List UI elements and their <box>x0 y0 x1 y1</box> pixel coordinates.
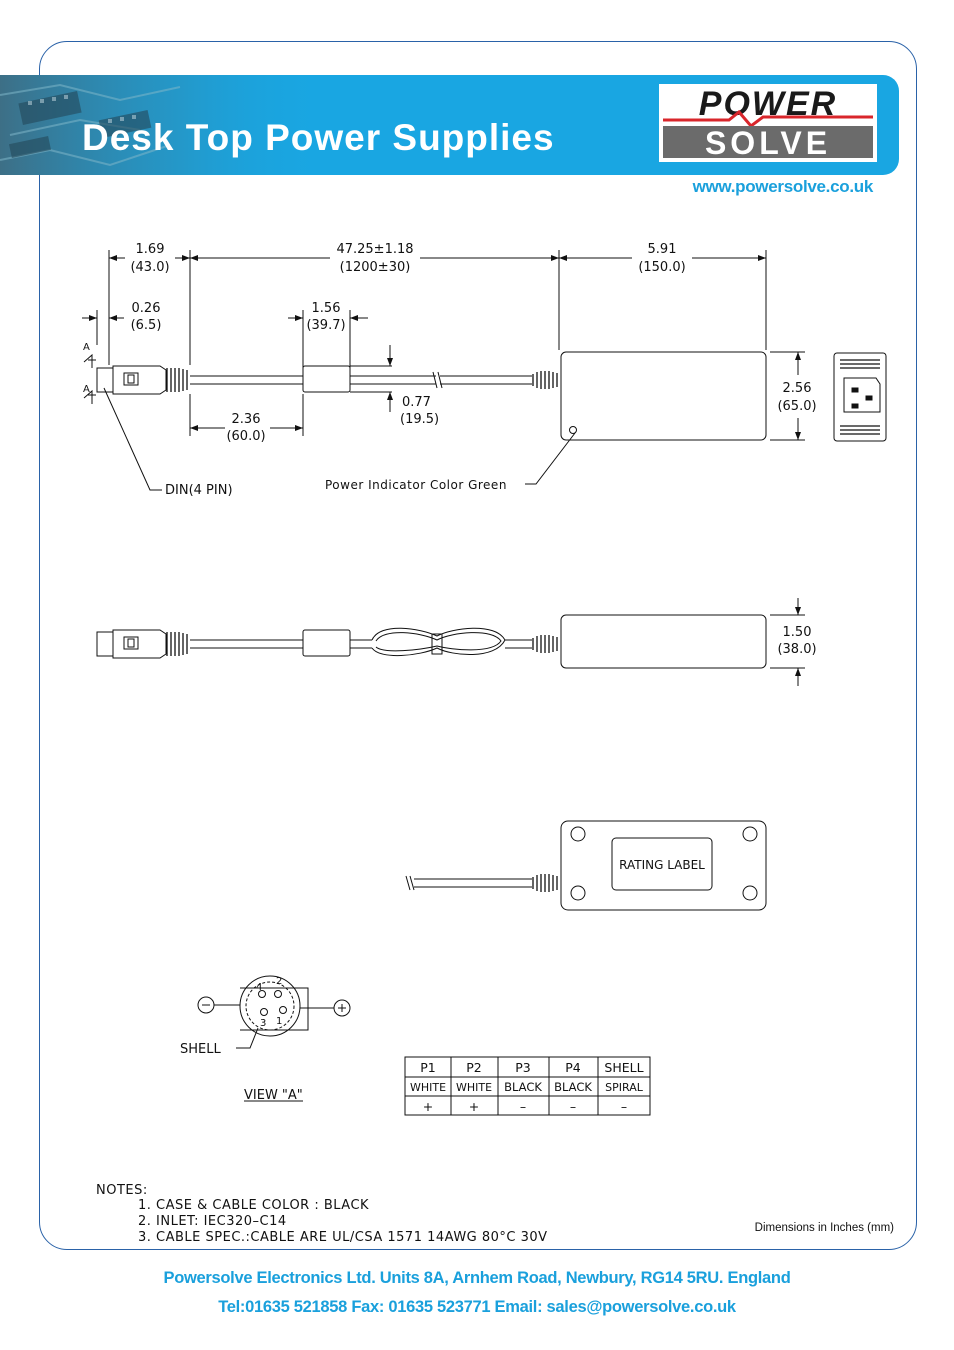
dim-body-length-mm: (150.0) <box>638 260 685 275</box>
logo-bottom-bar <box>663 126 873 158</box>
dim-body-height-mm: (38.0) <box>777 642 816 657</box>
dim-plug-tip-mm: (6.5) <box>131 318 162 333</box>
page-frame <box>39 41 917 1250</box>
pin-number-3: 3 <box>260 1018 266 1029</box>
dim-plug-tip: 0.26 <box>132 301 161 316</box>
dim-cable-diameter: 0.77 <box>402 395 431 410</box>
pin-color-shell: SPIRAL <box>605 1081 644 1094</box>
dim-plug-length: 1.69 <box>136 242 165 257</box>
pin-polarity-p1: + <box>423 1099 433 1114</box>
dim-ferrite-mm: (39.7) <box>306 318 345 333</box>
pin-header-p2: P2 <box>466 1060 482 1075</box>
pin-header-p3: P3 <box>515 1060 531 1075</box>
powersolve-logo: POWER SOLVE <box>659 84 877 162</box>
section-a-top: A <box>83 342 90 353</box>
note-2: 2. INLET: IEC320–C14 <box>138 1214 287 1229</box>
footer-contact: Tel:01635 521858 Fax: 01635 523771 Email… <box>218 1298 736 1316</box>
logo-pulse-line <box>663 109 873 129</box>
dim-ferrite-position-mm: (60.0) <box>226 429 265 444</box>
dim-body-length: 5.91 <box>648 242 677 257</box>
pin-polarity-p3: – <box>520 1099 526 1114</box>
pin-header-p4: P4 <box>565 1060 581 1075</box>
pin-polarity-p2: + <box>469 1099 479 1114</box>
pin-color-p3: BLACK <box>504 1080 542 1094</box>
view-a-label: VIEW "A" <box>244 1088 303 1103</box>
rating-label: RATING LABEL <box>619 858 705 872</box>
pin-color-p1: WHITE <box>410 1081 446 1094</box>
website-link[interactable]: www.powersolve.co.uk <box>692 177 874 196</box>
footer-address: Powersolve Electronics Ltd. Units 8A, Ar… <box>163 1269 791 1287</box>
pin-number-1: 1 <box>276 1016 282 1027</box>
notes-heading: NOTES: <box>96 1183 148 1198</box>
note-1: 1. CASE & CABLE COLOR : BLACK <box>138 1198 369 1213</box>
pin-polarity-shell: – <box>621 1099 627 1114</box>
dim-ferrite: 1.56 <box>312 301 341 316</box>
pin-table: P1 P2 P3 P4 SHELL WHITE WHITE BLACK BLAC… <box>410 1060 644 1114</box>
dim-cable-length: 47.25±1.18 <box>336 242 413 257</box>
section-a-bottom: A <box>83 384 90 395</box>
dim-ferrite-position: 2.36 <box>232 412 261 427</box>
dimensions-note: Dimensions in Inches (mm) <box>754 1222 894 1234</box>
dim-plug-length-mm: (43.0) <box>130 260 169 275</box>
pin-header-p1: P1 <box>420 1060 436 1075</box>
pin-number-2: 2 <box>276 976 282 987</box>
pin-polarity-p4: – <box>570 1099 576 1114</box>
dim-cable-diameter-mm: (19.5) <box>400 412 439 427</box>
dim-body-width: 2.56 <box>783 381 812 396</box>
circuit-board-image <box>0 75 330 175</box>
dim-body-height: 1.50 <box>783 625 812 640</box>
dim-cable-length-mm: (1200±30) <box>340 260 411 275</box>
pin-number-4: 4 <box>256 982 262 993</box>
logo-bottom-text: SOLVE <box>705 125 831 161</box>
pin-header-shell: SHELL <box>604 1060 643 1075</box>
shell-label: SHELL <box>180 1042 221 1057</box>
dim-body-width-mm: (65.0) <box>777 399 816 414</box>
din-label: DIN(4 PIN) <box>165 483 233 498</box>
pin-color-p4: BLACK <box>554 1080 592 1094</box>
pin-color-p2: WHITE <box>456 1081 492 1094</box>
note-3: 3. CABLE SPEC.:CABLE ARE UL/CSA 1571 14A… <box>138 1230 548 1245</box>
indicator-label: Power Indicator Color Green <box>325 478 507 492</box>
notes: NOTES: 1. CASE & CABLE COLOR : BLACK 2. … <box>96 1183 548 1245</box>
page-title: Desk Top Power Supplies <box>82 117 555 158</box>
